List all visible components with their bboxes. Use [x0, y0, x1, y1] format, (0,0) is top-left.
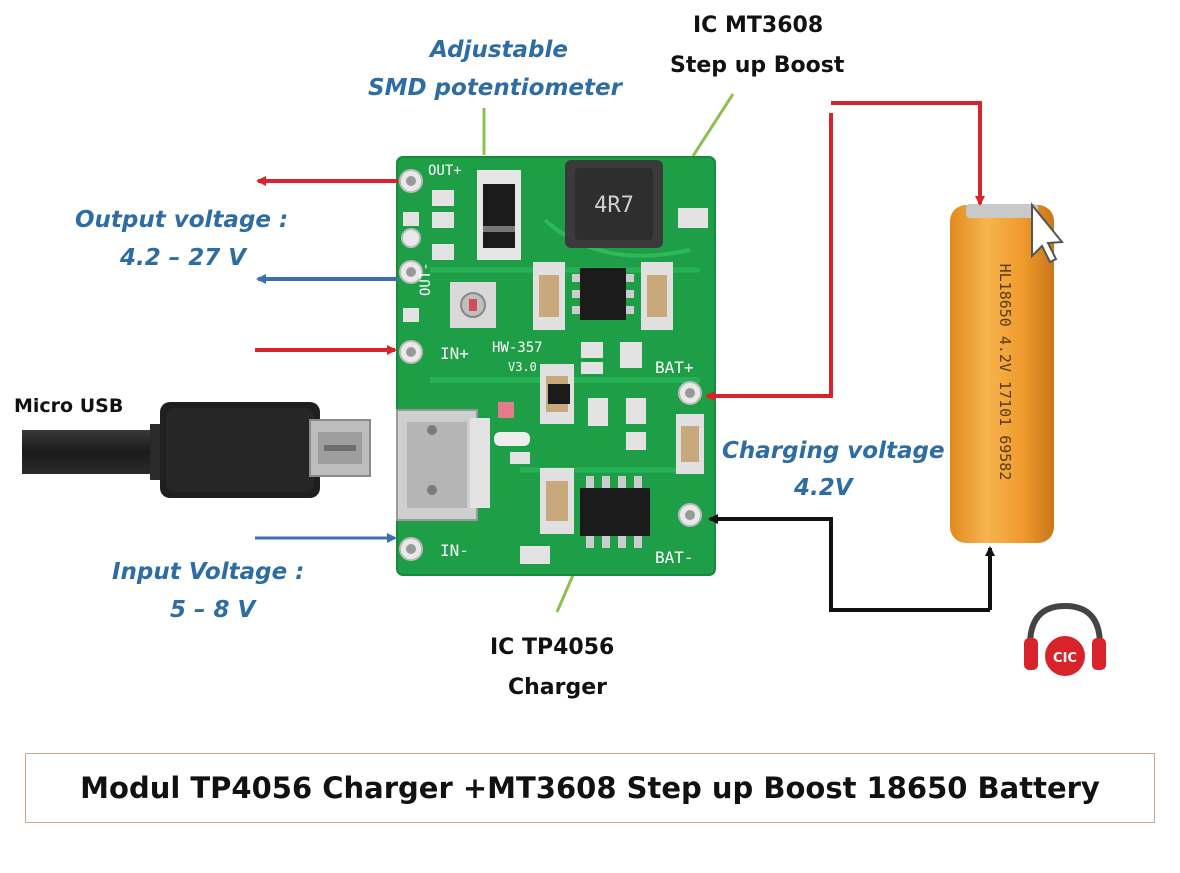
silk-bat-minus: BAT- [655, 548, 694, 567]
output-voltage-label-line2: 4.2 – 27 V [120, 245, 247, 271]
silk-out-minus: OUT- [418, 262, 434, 296]
logo-text: CIC [1053, 651, 1077, 666]
pad-in-minus [399, 537, 423, 561]
inductor-marking: 4R7 [594, 193, 634, 218]
silk-in-plus: IN+ [440, 344, 469, 363]
micro-usb-label: Micro USB [14, 395, 124, 417]
cic-logo: CIC [1024, 602, 1106, 676]
pad-bat-plus [678, 381, 702, 405]
pad-bat-minus [678, 503, 702, 527]
silk-in-minus: IN- [440, 541, 469, 560]
battery-print: HL18650 4.2V 17101 69582 [996, 264, 1014, 481]
pad-out-plus [399, 169, 423, 193]
pad-in-plus [399, 340, 423, 364]
pad-out-plus-2 [401, 228, 421, 248]
pad-out-minus [399, 260, 423, 284]
charger-leader-line [555, 574, 575, 613]
battery-18650: HL18650 4.2V 17101 69582 [950, 202, 1064, 543]
charger-label-line1: IC TP4056 [490, 635, 615, 660]
cursor-icon [1031, 202, 1064, 264]
silk-bat-plus: BAT+ [655, 358, 694, 377]
bat-plus-wire-to-battery [831, 101, 985, 206]
silk-out-plus: OUT+ [428, 163, 462, 179]
capacitor [676, 414, 704, 474]
output-voltage-label-line1: Output voltage : [75, 207, 289, 233]
caption-text: Modul TP4056 Charger +MT3608 Step up Boo… [80, 771, 1100, 805]
pcb-board: 4R7 [396, 156, 716, 576]
capacitor [540, 468, 574, 534]
tp4056-chip [580, 476, 650, 548]
pot-label-line1: Adjustable [430, 37, 568, 63]
smd-diode [477, 170, 521, 260]
smd-potentiometer [450, 282, 496, 328]
mt3608-chip [572, 268, 634, 320]
capacitor [641, 262, 673, 330]
input-voltage-label-line1: Input Voltage : [112, 559, 305, 585]
boost-label-line1: IC MT3608 [693, 13, 824, 38]
pot-label-line2: SMD potentiometer [368, 75, 622, 101]
board-usb-port [396, 409, 490, 521]
capacitor [533, 262, 565, 330]
bat-minus-wire [708, 514, 990, 612]
caption-box: Modul TP4056 Charger +MT3608 Step up Boo… [25, 753, 1155, 823]
boost-leader-line [691, 93, 735, 157]
charging-voltage-label-line2: 4.2V [794, 475, 853, 501]
boost-label-line2: Step up Boost [670, 53, 845, 78]
charger-label-line2: Charger [508, 675, 608, 700]
bat-plus-wire [705, 113, 833, 401]
charging-voltage-label-line1: Charging voltage [722, 438, 945, 464]
micro-usb-cable [22, 402, 371, 498]
silk-version: V3.0 [508, 360, 537, 374]
input-voltage-label-line2: 5 – 8 V [170, 597, 256, 623]
inductor: 4R7 [565, 160, 663, 248]
silk-model: HW-357 [492, 340, 543, 356]
